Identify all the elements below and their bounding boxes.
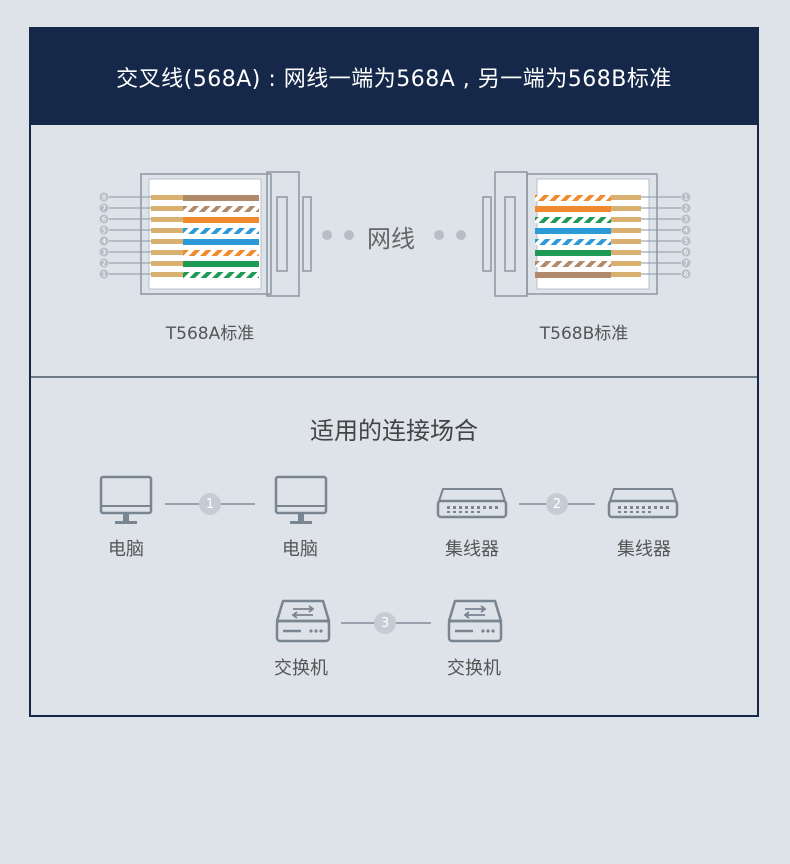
svg-text:1: 1 — [102, 271, 106, 279]
svg-text:3: 3 — [684, 216, 688, 224]
device-label: 电脑 — [282, 539, 318, 560]
pair-number-badge: 2 — [546, 493, 568, 515]
connector-diagram: 8 7 6 5 4 3 2 1 — [99, 171, 691, 297]
svg-text:4: 4 — [102, 238, 107, 246]
page-title: 交叉线(568A) : 网线一端为568A , 另一端为568B标准 — [31, 29, 757, 125]
svg-text:6: 6 — [102, 216, 107, 224]
svg-text:1: 1 — [684, 194, 688, 202]
device-label: 交换机 — [274, 658, 328, 679]
cable-dots — [322, 230, 466, 240]
device-label: 集线器 — [617, 539, 671, 560]
hub-icon — [436, 488, 508, 519]
section-divider — [31, 376, 757, 378]
cable-label: 网线 — [367, 225, 415, 253]
svg-text:8: 8 — [102, 194, 106, 202]
svg-text:3: 3 — [102, 249, 106, 257]
monitor-icon — [274, 475, 328, 524]
svg-text:7: 7 — [102, 205, 106, 213]
device-label: 电脑 — [108, 539, 144, 560]
t568a-label: T568A标准 — [165, 324, 255, 344]
svg-text:2: 2 — [684, 205, 688, 213]
hub-icon — [607, 488, 679, 519]
svg-text:6: 6 — [684, 249, 689, 257]
pair-number-badge: 3 — [374, 612, 396, 634]
switch-icon — [447, 599, 503, 643]
svg-text:5: 5 — [684, 238, 688, 246]
scenarios-title: 适用的连接场合 — [310, 417, 478, 445]
crossover-card: 交叉线(568A) : 网线一端为568A , 另一端为568B标准 — [29, 27, 759, 717]
left-rj45-connector: 8 7 6 5 4 3 2 1 — [99, 171, 312, 297]
device-label: 交换机 — [447, 658, 501, 679]
switch-icon — [275, 599, 331, 643]
svg-text:5: 5 — [102, 227, 106, 235]
svg-text:4: 4 — [684, 227, 689, 235]
svg-text:8: 8 — [684, 271, 688, 279]
pair-number-badge: 1 — [199, 493, 221, 515]
right-rj45-connector: 1 2 3 4 5 6 7 8 — [482, 171, 691, 297]
svg-text:2: 2 — [102, 260, 106, 268]
device-label: 集线器 — [445, 539, 499, 560]
monitor-icon — [99, 475, 153, 524]
svg-text:7: 7 — [684, 260, 688, 268]
t568b-label: T568B标准 — [539, 324, 629, 344]
